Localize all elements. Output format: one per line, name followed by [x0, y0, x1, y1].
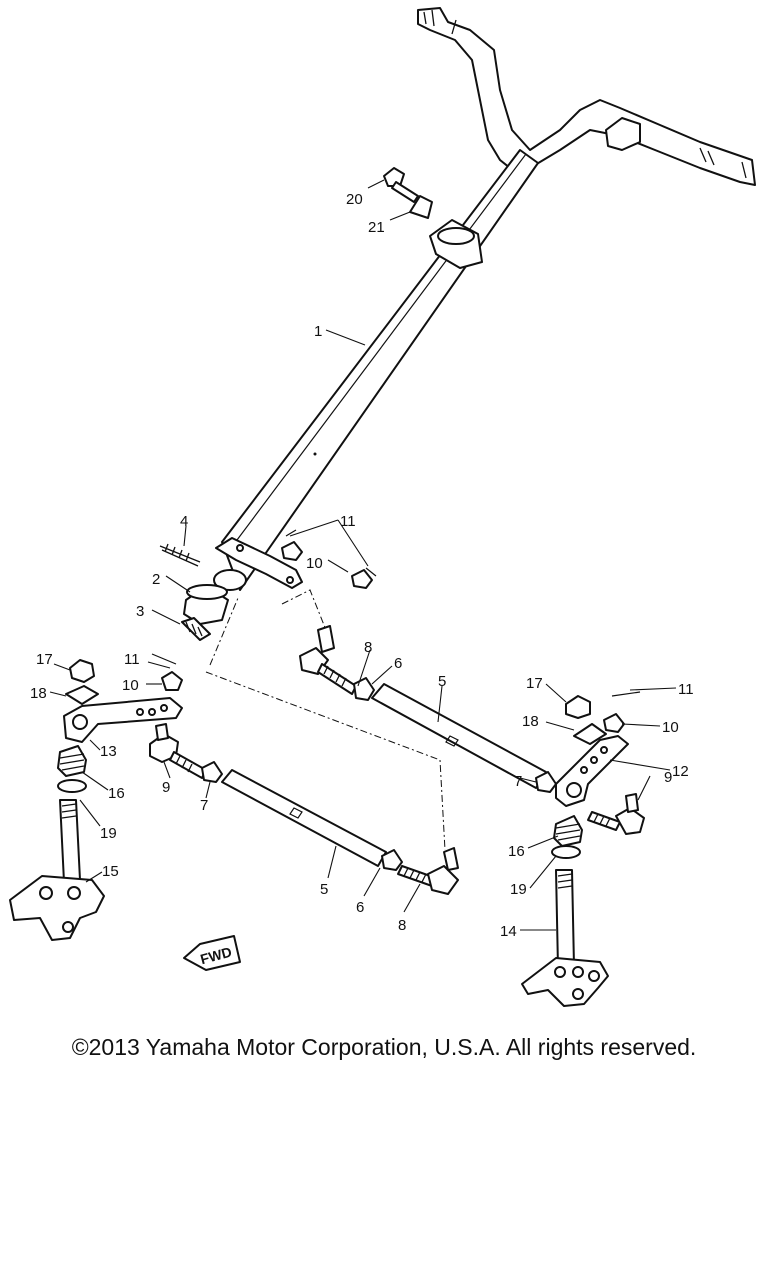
callout-8-lower: 8 — [398, 917, 406, 934]
lock-nut-right — [535, 771, 557, 793]
callout-10-left: 10 — [122, 677, 139, 694]
callout-14: 14 — [500, 923, 517, 940]
callout-11-left: 11 — [124, 651, 140, 668]
callout-19-right: 19 — [510, 881, 527, 898]
tie-rod-end-lower — [397, 847, 459, 895]
callout-5-lower: 5 — [320, 881, 328, 898]
assembly-line-left — [209, 597, 239, 666]
callout-16-left: 16 — [108, 785, 125, 802]
upper-spring-pin — [159, 543, 201, 567]
holder-bolt — [383, 167, 419, 203]
callout-19-left: 19 — [100, 825, 117, 842]
callout-6-lower: 6 — [356, 899, 364, 916]
left-spindle — [9, 799, 105, 941]
callout-13: 13 — [100, 743, 117, 760]
column-holder-clamp — [409, 195, 483, 269]
callout-12: 12 — [672, 763, 689, 780]
callout-15: 15 — [102, 863, 119, 880]
callout-7-left: 7 — [200, 797, 208, 814]
copyright-notice: ©2013 Yamaha Motor Corporation, U.S.A. A… — [71, 1034, 697, 1060]
callout-7-right: 7 — [514, 773, 522, 790]
callout-4: 4 — [180, 513, 188, 530]
callout-18-left: 18 — [30, 685, 47, 702]
tie-rod-lower — [221, 769, 387, 867]
callout-17-left: 17 — [36, 651, 53, 668]
callout-18-right: 18 — [522, 713, 539, 730]
steering-assembly-diagram: FWD 1 — [9, 7, 756, 1007]
callout-8-upper: 8 — [364, 639, 372, 656]
callout-10-top: 10 — [306, 555, 323, 572]
callout-2: 2 — [152, 571, 160, 588]
callout-17-right: 17 — [526, 675, 543, 692]
column-lower-spring — [181, 617, 211, 641]
assembly-line-long — [205, 671, 446, 851]
callout-9-left: 9 — [162, 779, 170, 796]
lock-nut-upper — [353, 677, 375, 701]
lock-nut-lower — [381, 849, 403, 871]
left-knuckle-arm-assembly — [63, 653, 183, 743]
callout-3: 3 — [136, 603, 144, 620]
right-knuckle-arm-assembly — [555, 691, 641, 807]
callout-9-right: 9 — [664, 769, 672, 786]
callout-leaders — [49, 179, 677, 931]
callout-11-top: 11 — [340, 513, 356, 530]
callout-6-upper: 6 — [394, 655, 402, 672]
callout-10-right: 10 — [662, 719, 679, 736]
tie-rod-end-right — [587, 793, 645, 835]
callout-1: 1 — [314, 323, 322, 340]
pitman-arm-nuts — [281, 529, 377, 589]
column-bushing — [183, 584, 229, 625]
tie-rod-end-left — [149, 723, 207, 779]
lock-nut-left — [201, 761, 223, 783]
steering-column-handlebar — [213, 7, 756, 591]
callout-21: 21 — [368, 219, 385, 236]
callout-16-right: 16 — [508, 843, 525, 860]
right-spindle — [521, 869, 609, 1007]
callout-20: 20 — [346, 191, 363, 208]
callout-5-upper: 5 — [438, 673, 446, 690]
tie-rod-end-upper — [299, 625, 357, 695]
left-spring-washer — [57, 745, 87, 793]
callout-11-right: 11 — [678, 681, 694, 698]
callout-labels: 1 20 21 4 2 3 11 10 8 6 5 11 10 17 18 13… — [30, 191, 694, 940]
forward-direction-marker: FWD — [183, 935, 241, 971]
fwd-label: FWD — [199, 944, 234, 968]
